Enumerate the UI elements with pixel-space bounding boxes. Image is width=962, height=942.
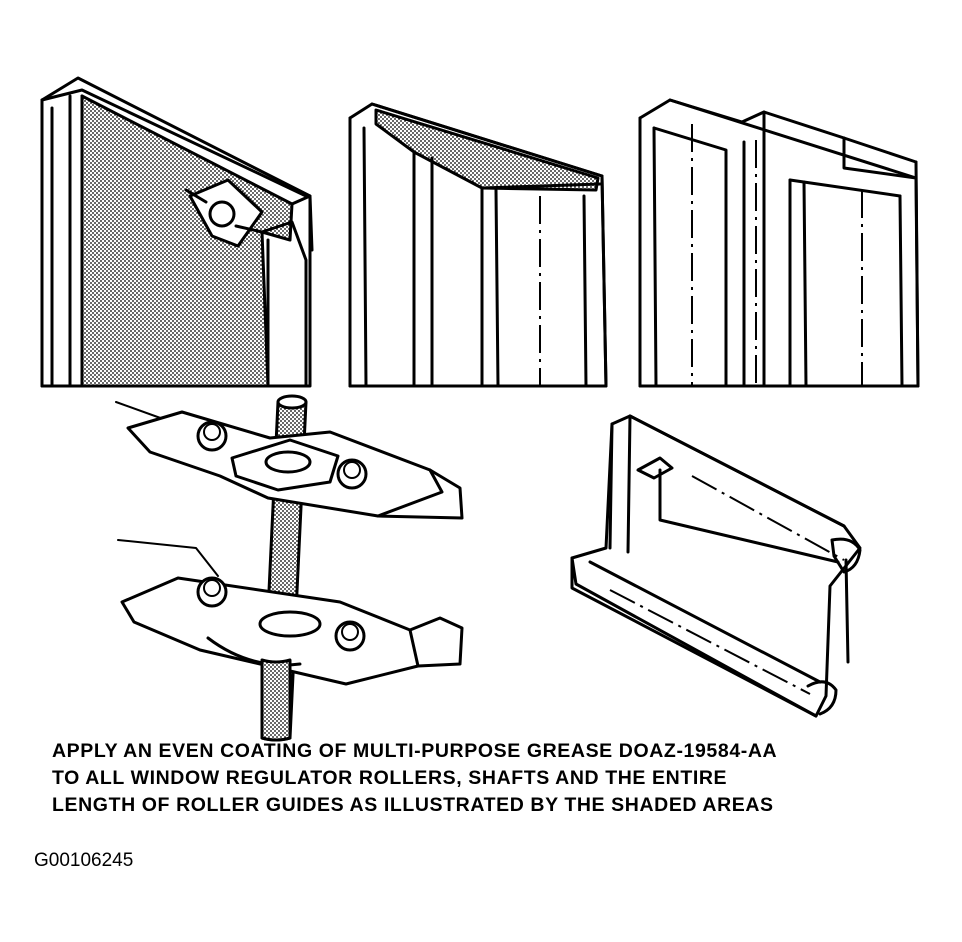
roller-guide-channel-shaded bbox=[40, 76, 314, 388]
guide-roller-icon bbox=[184, 178, 264, 248]
caption-line-3: LENGTH OF ROLLER GUIDES AS ILLUSTRATED B… bbox=[52, 794, 774, 816]
grease-instruction-caption: APPLY AN EVEN COATING OF MULTI-PURPOSE G… bbox=[52, 738, 952, 819]
roller-guide-end-view bbox=[570, 414, 862, 718]
regulator-shaft-assembly bbox=[115, 394, 464, 742]
figure-id: G00106245 bbox=[34, 850, 134, 871]
roller-guide-channel-middle bbox=[348, 102, 608, 388]
caption-line-2: TO ALL WINDOW REGULATOR ROLLERS, SHAFTS … bbox=[52, 767, 728, 789]
roller-guide-channel-right bbox=[638, 98, 920, 388]
caption-line-1: APPLY AN EVEN COATING OF MULTI-PURPOSE G… bbox=[52, 740, 778, 762]
